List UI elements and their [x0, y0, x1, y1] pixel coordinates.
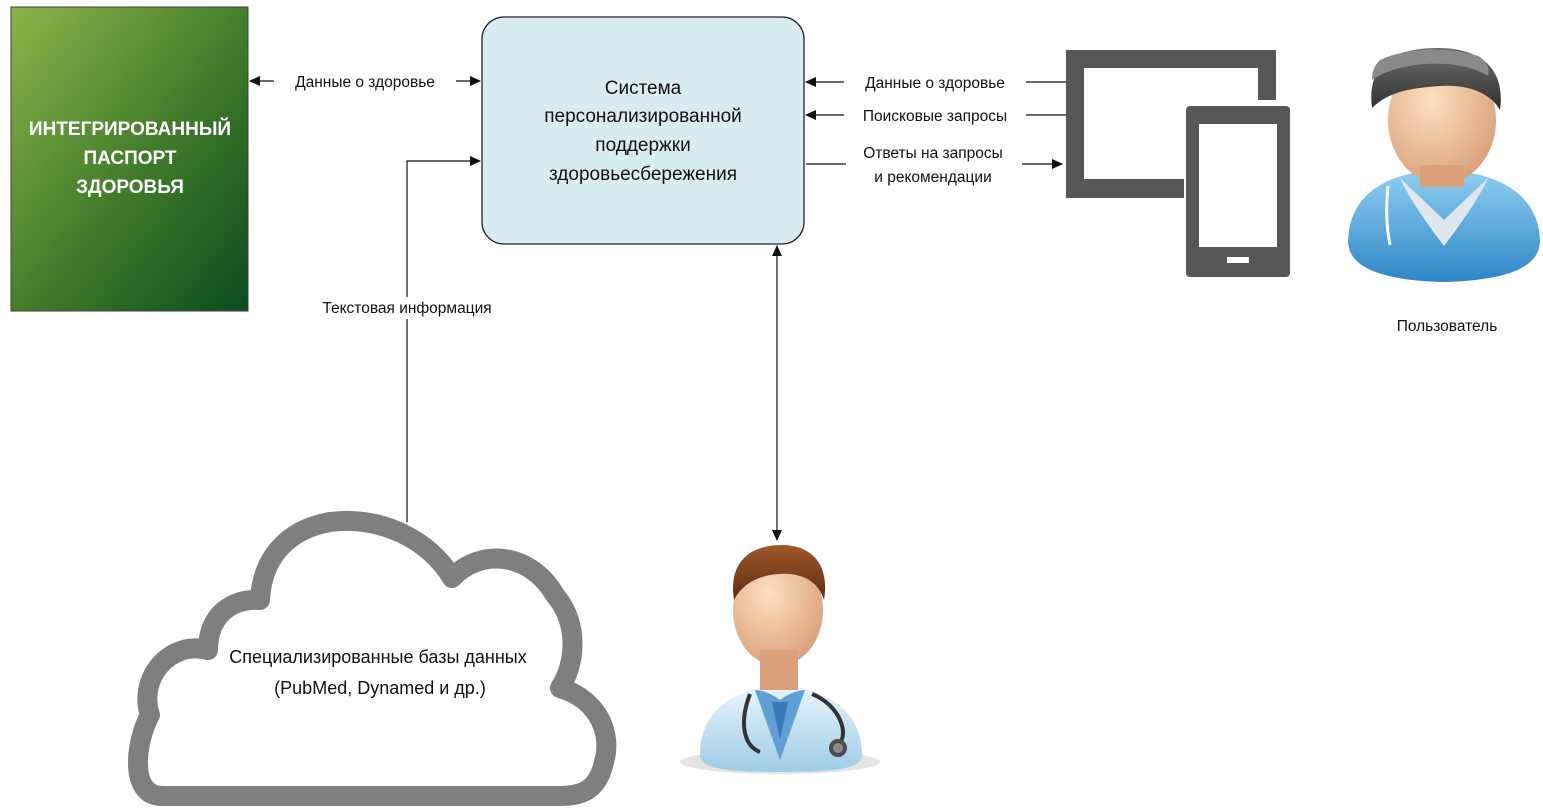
edge-cloud-system: Текстовая информация — [298, 156, 516, 522]
tablet-icon — [1066, 50, 1276, 198]
phone-icon — [1186, 106, 1290, 277]
edge-device-health: Данные о здоровье — [805, 71, 1066, 93]
doctor-avatar-icon — [680, 545, 880, 774]
system-line-2: персонализированной — [544, 106, 742, 127]
passport-line-1: ИНТЕГРИРОВАННЫЙ — [29, 118, 231, 140]
system-line-3: поддержки — [595, 135, 690, 156]
edge-device-search-label: Поисковые запросы — [863, 108, 1007, 125]
user-avatar-icon — [1348, 48, 1540, 282]
edge-passport-system-label: Данные о здоровье — [295, 74, 435, 91]
system-line-1: Система — [605, 78, 682, 99]
passport-line-3: ЗДОРОВЬЯ — [76, 177, 184, 198]
passport-line-2: ПАСПОРТ — [83, 148, 176, 169]
edge-system-device: Ответы на запросы и рекомендации — [806, 142, 1063, 186]
edge-device-health-label: Данные о здоровье — [865, 75, 1005, 92]
cloud-line-1: Специализированные базы данных — [229, 647, 526, 667]
cloud-shape: Специализированные базы данных (PubMed, … — [128, 510, 617, 806]
system-box: Система персонализированной поддержки зд… — [481, 16, 805, 245]
edge-system-device-label-2: и рекомендации — [874, 169, 991, 186]
edge-passport-system: Данные о здоровье — [249, 70, 481, 92]
edge-device-search: Поисковые запросы — [805, 104, 1066, 126]
edge-cloud-system-label: Текстовая информация — [322, 300, 491, 317]
passport-box: ИНТЕГРИРОВАННЫЙ ПАСПОРТ ЗДОРОВЬЯ — [10, 6, 249, 312]
user-label: Пользователь — [1397, 318, 1498, 335]
cloud-line-2: (PubMed, Dynamed и др.) — [274, 678, 486, 698]
edge-system-device-label-1: Ответы на запросы — [863, 145, 1003, 162]
system-line-4: здоровьесбережения — [549, 164, 737, 185]
